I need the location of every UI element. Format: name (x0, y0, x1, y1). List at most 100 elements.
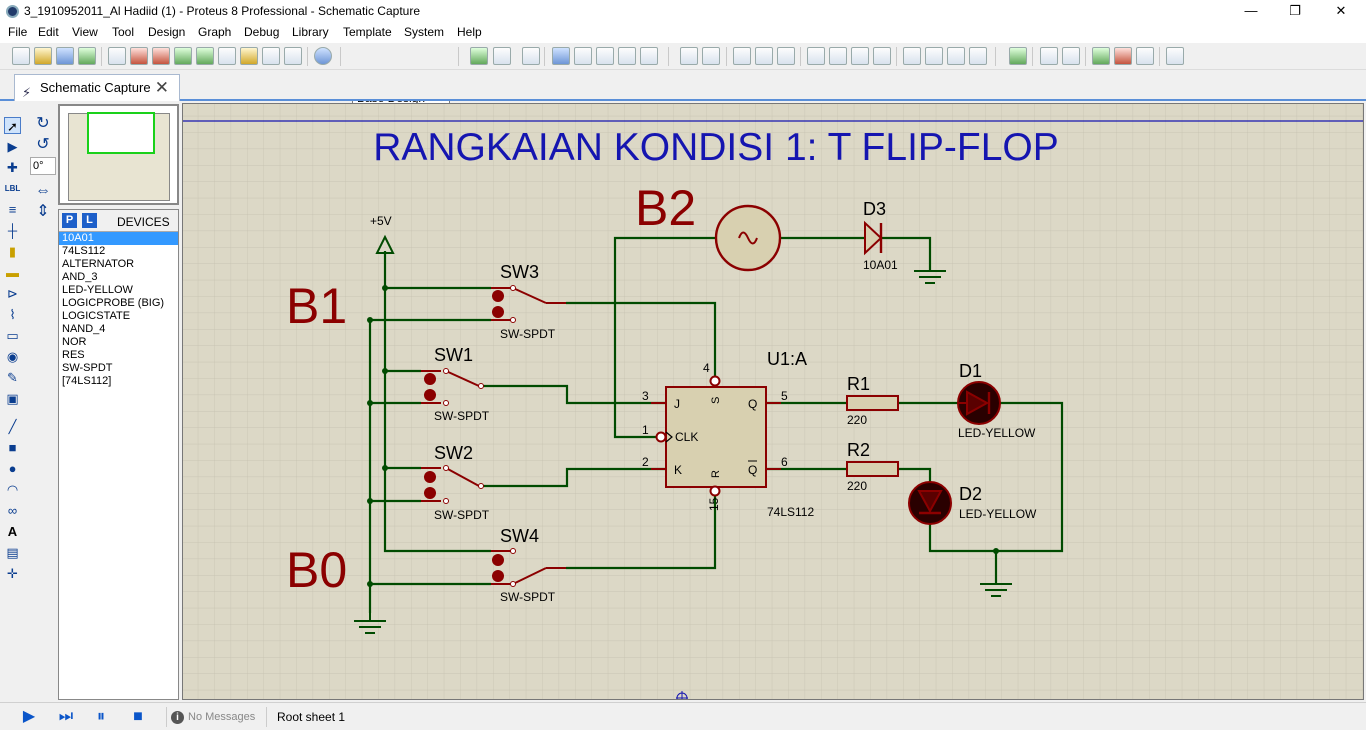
mirror-horizontal-icon[interactable]: ⇔ (35, 182, 51, 199)
pick-device-icon[interactable] (903, 47, 921, 65)
device-item[interactable]: 74LS112 (62, 245, 106, 257)
selection-mode-icon[interactable]: ➚ (4, 117, 21, 134)
menu-file[interactable]: File (8, 25, 28, 39)
home-icon[interactable] (108, 47, 126, 65)
menu-library[interactable]: Library (292, 25, 329, 39)
menu-design[interactable]: Design (148, 25, 186, 39)
device-item[interactable]: NAND_4 (62, 323, 106, 335)
text-2d-icon[interactable]: A (7, 524, 18, 539)
component-mode-icon[interactable]: ▶ (7, 139, 18, 154)
exit-to-parent-icon[interactable] (1136, 47, 1154, 65)
arc-2d-icon[interactable]: ◠ (6, 482, 19, 497)
mirror-vertical-icon[interactable]: ⇕ (36, 203, 50, 220)
schematic-canvas[interactable]: RANGKAIAN KONDISI 1: T FLIP-FLOP B2 B1 B… (183, 104, 1364, 700)
design-explorer-icon[interactable] (262, 47, 280, 65)
zoom-in-icon[interactable] (574, 47, 592, 65)
subcircuit-icon[interactable]: ▮ (8, 244, 17, 259)
gallery-icon[interactable] (174, 47, 192, 65)
pcb-icon[interactable] (152, 47, 170, 65)
block-rotate-icon[interactable] (851, 47, 869, 65)
menu-tool[interactable]: Tool (112, 25, 135, 39)
undo-icon[interactable] (680, 47, 698, 65)
menu-view[interactable]: View (72, 25, 98, 39)
refresh-icon[interactable] (470, 47, 488, 65)
pick-devices-button[interactable]: P (62, 213, 77, 228)
menu-edit[interactable]: Edit (38, 25, 59, 39)
rotate-anticlockwise-icon[interactable]: ↺ (36, 136, 50, 153)
block-delete-icon[interactable] (873, 47, 891, 65)
pan-icon[interactable] (552, 47, 570, 65)
block-copy-icon[interactable] (807, 47, 825, 65)
menu-system[interactable]: System (404, 25, 445, 39)
tape-recorder-icon[interactable]: ▭ (6, 328, 19, 343)
search-tag-icon[interactable] (1040, 47, 1058, 65)
path-2d-icon[interactable]: ∞ (7, 503, 18, 518)
zoom-out-icon[interactable] (596, 47, 614, 65)
line-2d-icon[interactable]: ╱ (8, 419, 17, 434)
packaging-tool-icon[interactable] (947, 47, 965, 65)
grid-toggle-icon[interactable] (493, 47, 511, 65)
device-item[interactable]: ALTERNATOR (62, 258, 135, 270)
play-simulation-button[interactable]: ▶ (22, 708, 36, 725)
origin-icon[interactable] (522, 47, 540, 65)
device-pins-icon[interactable]: ⊳ (7, 286, 18, 301)
bom-icon[interactable] (240, 47, 258, 65)
wire-label-icon[interactable]: LBL (4, 184, 21, 193)
paste-icon[interactable] (777, 47, 795, 65)
generator-mode-icon[interactable]: ◉ (6, 349, 19, 364)
device-item[interactable]: NOR (62, 336, 87, 348)
box-2d-icon[interactable]: ■ (8, 440, 17, 455)
open-folder-icon[interactable] (34, 47, 52, 65)
overview-window[interactable] (58, 104, 179, 205)
notes-icon[interactable] (284, 47, 302, 65)
gerber-icon[interactable] (218, 47, 236, 65)
3d-viewer-icon[interactable] (196, 47, 214, 65)
cut-icon[interactable] (733, 47, 751, 65)
marker-2d-icon[interactable]: ✛ (7, 566, 18, 581)
menu-debug[interactable]: Debug (244, 25, 280, 39)
remove-sheet-icon[interactable] (1114, 47, 1132, 65)
help-icon[interactable] (314, 47, 332, 65)
device-item[interactable]: LOGICPROBE (BIG) (62, 297, 165, 309)
device-item[interactable]: SW-SPDT (62, 362, 113, 374)
menu-graph[interactable]: Graph (198, 25, 232, 39)
decompose-icon[interactable] (969, 47, 987, 65)
junction-dot-icon[interactable]: ✚ (7, 160, 18, 175)
pause-simulation-button[interactable]: ⏸ (96, 708, 105, 725)
import-icon[interactable] (78, 47, 96, 65)
virtual-instruments-icon[interactable]: ▣ (6, 391, 19, 406)
minimize-button[interactable]: — (1244, 3, 1258, 18)
device-item[interactable]: AND_3 (62, 271, 98, 283)
symbol-2d-icon[interactable]: ▤ (6, 545, 19, 560)
property-tool-icon[interactable] (1062, 47, 1080, 65)
wire-autorouter-icon[interactable] (1009, 47, 1027, 65)
redo-icon[interactable] (702, 47, 720, 65)
new-sheet-icon[interactable] (1092, 47, 1110, 65)
zoom-area-icon[interactable] (640, 47, 658, 65)
zoom-all-icon[interactable] (618, 47, 636, 65)
device-item[interactable]: [74LS112] (62, 375, 112, 387)
text-script-icon[interactable]: ≡ (8, 202, 17, 217)
graph-mode-icon[interactable]: ⌇ (9, 307, 16, 322)
device-item[interactable]: RES (62, 349, 85, 361)
schematic-icon[interactable] (130, 47, 148, 65)
copy-icon[interactable] (755, 47, 773, 65)
maximize-button[interactable]: ❐ (1289, 3, 1301, 18)
block-move-icon[interactable] (829, 47, 847, 65)
overview-viewport[interactable] (87, 112, 155, 154)
tab-schematic-capture[interactable]: ⚡ Schematic Capture ✕ (14, 74, 180, 101)
save-icon[interactable] (56, 47, 74, 65)
voltage-probe-icon[interactable]: ✎ (7, 370, 18, 385)
step-simulation-button[interactable]: ⏭ (58, 708, 74, 725)
circle-2d-icon[interactable]: ● (8, 461, 17, 476)
rotation-angle-field[interactable]: 0° (30, 157, 56, 175)
device-item[interactable]: LED-YELLOW (62, 284, 133, 296)
schematic-editing-window[interactable]: RANGKAIAN KONDISI 1: T FLIP-FLOP B2 B1 B… (182, 103, 1364, 700)
new-file-icon[interactable] (12, 47, 30, 65)
buses-icon[interactable]: ┼ (7, 223, 18, 238)
electrical-rule-check-icon[interactable] (1166, 47, 1184, 65)
terminals-icon[interactable]: ▬ (6, 265, 19, 280)
make-device-icon[interactable] (925, 47, 943, 65)
menu-help[interactable]: Help (457, 25, 482, 39)
